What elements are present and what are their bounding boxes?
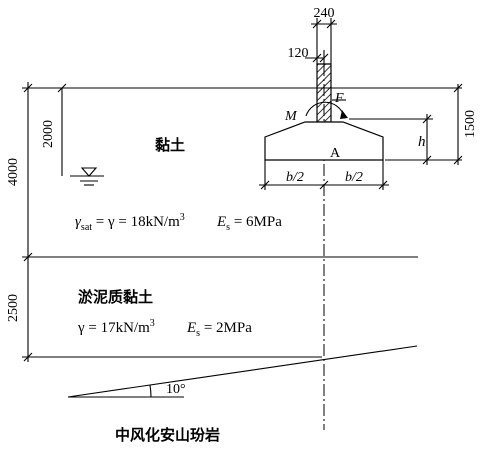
layer-silty-gamma: γ = 17kN/m3 [77, 318, 155, 336]
dim-240: 240 [314, 6, 335, 21]
b-tick-left [260, 180, 270, 190]
dim-4000: 4000 [6, 158, 21, 186]
layer-silty-clay-name: 淤泥质黏土 [78, 288, 153, 306]
clay-gamma-rest: = γ = 18kN/m [92, 214, 180, 230]
clay-es-rest: = 6MPa [230, 214, 282, 230]
dim-1500-tick-bottom [453, 155, 463, 165]
dim-2000: 2000 [41, 120, 56, 148]
label-moment: M [284, 109, 298, 124]
h-tick-top [422, 114, 432, 124]
left-tick-mid [23, 252, 33, 262]
layer-clay-es: Es = 6MPa [216, 214, 282, 233]
label-slope-angle: 10° [166, 382, 186, 397]
clay-gamma-symbol: γ [75, 214, 82, 230]
layer-clay-gamma: γsat = γ = 18kN/m3 [75, 212, 185, 233]
label-point-a: A [330, 146, 341, 161]
h-tick-bottom [422, 155, 432, 165]
rock-surface-line [67, 345, 418, 398]
moment-arc [305, 101, 345, 117]
left-tick-top [23, 83, 33, 93]
water-table-icon [70, 167, 104, 186]
label-b-half-left: b/2 [286, 170, 304, 185]
b-tick-right [378, 180, 388, 190]
b-tick-center [319, 180, 329, 190]
dim-240-tick-right [326, 19, 336, 29]
dim-1500-tick-top [453, 83, 463, 93]
silty-gamma-text: γ = 17kN/m [77, 320, 150, 336]
clay-gamma-sub: sat [81, 222, 92, 233]
layer-silty-es: Es = 2MPa [186, 320, 252, 339]
label-b-half-right: b/2 [345, 170, 363, 185]
clay-es-sub: s [226, 222, 230, 233]
clay-es-symbol: E [216, 214, 226, 230]
dim-2500: 2500 [6, 294, 21, 322]
left-tick-bottom [23, 352, 33, 362]
water-tick-top [57, 83, 67, 93]
slope-angle-arc [149, 384, 152, 398]
dim-120: 120 [288, 46, 309, 61]
dim-240-tick-left [312, 19, 322, 29]
label-force: F [334, 91, 344, 106]
clay-gamma-sup: 3 [180, 212, 185, 223]
dim-1500: 1500 [463, 110, 478, 138]
layer-rock-name: 中风化安山玢岩 [115, 426, 220, 444]
silty-es-sub: s [196, 328, 200, 339]
layer-clay-name: 黏土 [155, 136, 185, 154]
dim-120-tick-left [312, 53, 322, 63]
silty-gamma-sup: 3 [150, 318, 155, 329]
silty-es-symbol: E [186, 320, 196, 336]
moment-arrowhead [340, 110, 348, 119]
silty-es-rest: = 2MPa [200, 320, 252, 336]
footing [264, 121, 384, 161]
label-h: h [418, 134, 426, 150]
